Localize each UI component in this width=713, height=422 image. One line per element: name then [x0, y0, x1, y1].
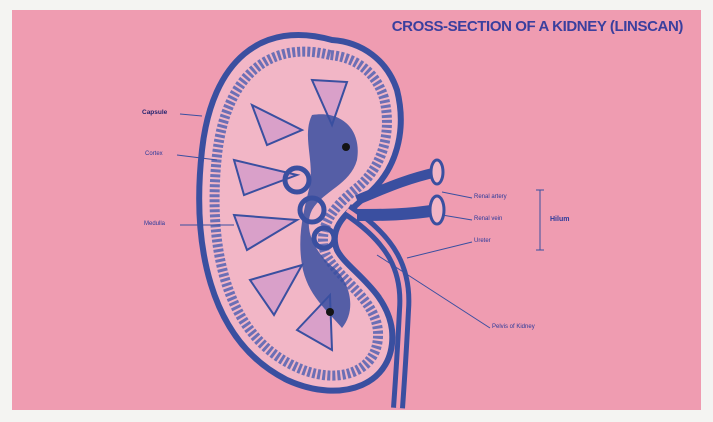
dark-spot-lower	[326, 308, 334, 316]
diagram-panel: CROSS-SECTION OF A KIDNEY (LINSCAN) Caps…	[12, 10, 701, 410]
label-cortex: Cortex	[145, 151, 163, 157]
vein-cut-end	[430, 196, 444, 224]
kidney-diagram	[12, 10, 701, 410]
dark-spot-upper	[342, 143, 350, 151]
label-hilum: Hilum	[550, 216, 569, 223]
label-renal-vein: Renal vein	[474, 216, 502, 222]
label-capsule: Capsule	[142, 109, 167, 116]
artery-cut-end	[431, 160, 443, 184]
renal-vein	[357, 210, 437, 215]
label-renal-artery: Renal artery	[474, 194, 507, 200]
label-pelvis: Pelvis of Kidney	[492, 324, 535, 330]
label-ureter: Ureter	[474, 238, 491, 244]
diagram-title: CROSS-SECTION OF A KIDNEY (LINSCAN)	[392, 18, 683, 35]
label-medulla: Medulla	[144, 221, 165, 227]
